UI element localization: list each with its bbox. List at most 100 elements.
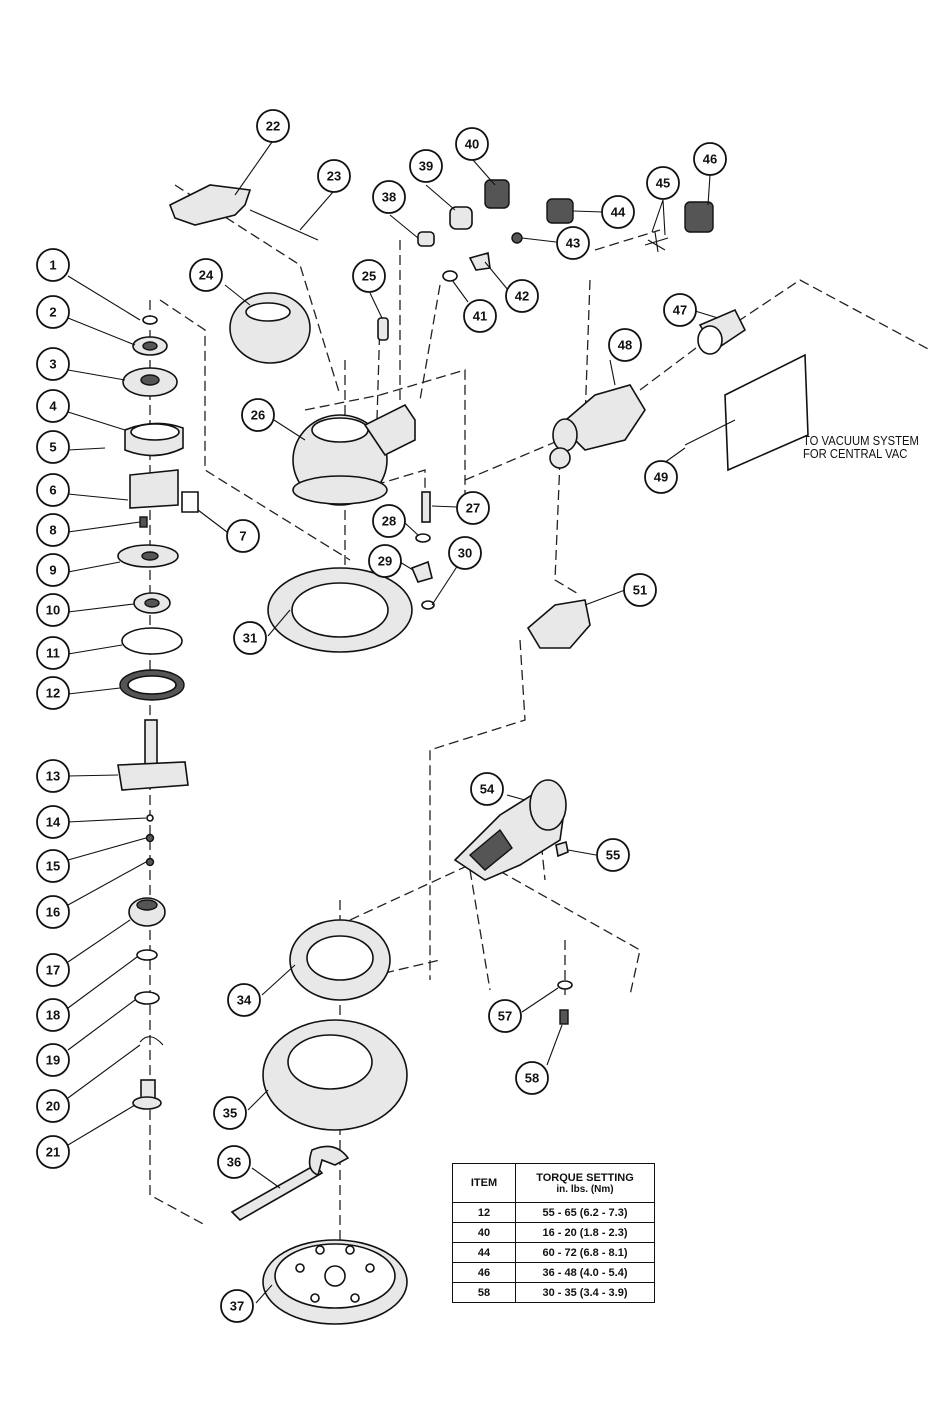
table-cell-setting: 55 - 65 (6.2 - 7.3) [515, 1202, 655, 1223]
part-shapes [117, 179, 809, 1325]
table-cell-item: 12 [452, 1202, 516, 1223]
callout-38: 38 [372, 180, 406, 214]
callout-24: 24 [189, 258, 223, 292]
svg-text:2: 2 [49, 305, 56, 320]
callout-7: 7 [226, 519, 260, 553]
svg-text:51: 51 [633, 583, 647, 598]
torque-setting-units: in. lbs. (Nm) [556, 1183, 614, 1195]
svg-text:38: 38 [382, 190, 396, 205]
svg-text:8: 8 [49, 523, 56, 538]
svg-text:44: 44 [611, 205, 626, 220]
callout-6: 6 [36, 473, 70, 507]
vacuum-adapter-shape [526, 599, 591, 649]
table-cell-item: 44 [452, 1242, 516, 1263]
svg-text:12: 12 [46, 686, 60, 701]
callout-26: 26 [241, 398, 275, 432]
callouts: 1 2 3 4 5 6 7 8 9 10 11 12 13 14 15 16 1… [36, 109, 727, 1323]
svg-text:20: 20 [46, 1099, 60, 1114]
callout-55: 55 [596, 838, 630, 872]
svg-text:27: 27 [466, 501, 480, 516]
table-cell-setting: 30 - 35 (3.4 - 3.9) [515, 1282, 655, 1303]
callout-25: 25 [352, 259, 386, 293]
callout-31: 31 [233, 621, 267, 655]
svg-text:41: 41 [473, 309, 487, 324]
callout-8: 8 [36, 513, 70, 547]
wrench-shape [230, 1163, 324, 1221]
svg-text:46: 46 [703, 152, 717, 167]
svg-text:39: 39 [419, 159, 433, 174]
callout-12: 12 [36, 676, 70, 710]
callout-17: 17 [36, 953, 70, 987]
svg-text:42: 42 [515, 289, 529, 304]
callout-42: 42 [505, 279, 539, 313]
svg-text:16: 16 [46, 905, 60, 920]
table-row: 44 60 - 72 (6.8 - 8.1) [452, 1242, 655, 1263]
svg-text:55: 55 [606, 848, 620, 863]
callout-19: 19 [36, 1043, 70, 1077]
svg-text:22: 22 [266, 119, 280, 134]
callout-46: 46 [693, 142, 727, 176]
svg-text:45: 45 [656, 176, 670, 191]
callout-18: 18 [36, 998, 70, 1032]
vacuum-note-line2: FOR CENTRAL VAC [803, 447, 908, 461]
svg-text:36: 36 [227, 1155, 241, 1170]
callout-41: 41 [463, 299, 497, 333]
svg-text:17: 17 [46, 963, 60, 978]
callout-27: 27 [456, 491, 490, 525]
table-cell-item: 58 [452, 1282, 516, 1303]
table-cell-item: 40 [452, 1222, 516, 1243]
callout-14: 14 [36, 805, 70, 839]
table-cell-setting: 16 - 20 (1.8 - 2.3) [515, 1222, 655, 1243]
callout-34: 34 [227, 983, 261, 1017]
svg-text:26: 26 [251, 408, 265, 423]
callout-58: 58 [515, 1061, 549, 1095]
svg-text:10: 10 [46, 603, 60, 618]
svg-text:48: 48 [618, 338, 632, 353]
callout-57: 57 [488, 999, 522, 1033]
svg-text:6: 6 [49, 483, 56, 498]
eccentric-shaft-shape [117, 761, 189, 791]
svg-text:25: 25 [362, 269, 376, 284]
vacuum-system-note: TO VACUUM SYSTEM FOR CENTRAL VAC [803, 435, 919, 461]
svg-text:31: 31 [243, 631, 257, 646]
torque-setting-title: TORQUE SETTING [536, 1171, 634, 1184]
table-cell-setting: 36 - 48 (4.0 - 5.4) [515, 1262, 655, 1283]
throttle-lever-shape [168, 184, 252, 226]
svg-text:14: 14 [46, 815, 61, 830]
svg-text:24: 24 [199, 268, 214, 283]
svg-text:58: 58 [525, 1071, 539, 1086]
callout-23: 23 [317, 159, 351, 193]
svg-text:15: 15 [46, 859, 60, 874]
svg-text:34: 34 [237, 993, 252, 1008]
callout-9: 9 [36, 553, 70, 587]
callout-43: 43 [556, 226, 590, 260]
assembly-guide-lines [149, 184, 931, 1245]
svg-text:40: 40 [465, 137, 479, 152]
callout-39: 39 [409, 149, 443, 183]
callout-47: 47 [663, 293, 697, 327]
svg-text:1: 1 [49, 258, 56, 273]
svg-text:57: 57 [498, 1009, 512, 1024]
callout-51: 51 [623, 573, 657, 607]
svg-text:28: 28 [382, 514, 396, 529]
callout-44: 44 [601, 195, 635, 229]
svg-text:35: 35 [223, 1106, 237, 1121]
svg-text:37: 37 [230, 1299, 244, 1314]
svg-text:7: 7 [239, 529, 246, 544]
callout-45: 45 [646, 166, 680, 200]
item-column-header: ITEM [452, 1163, 516, 1203]
svg-text:30: 30 [458, 546, 472, 561]
torque-settings-table: ITEM TORQUE SETTING in. lbs. (Nm) 12 55 … [452, 1163, 655, 1303]
callout-36: 36 [217, 1145, 251, 1179]
lever-pin-shape [249, 209, 319, 241]
vacuum-note-line1: TO VACUUM SYSTEM [803, 434, 919, 448]
callout-40: 40 [455, 127, 489, 161]
svg-text:23: 23 [327, 169, 341, 184]
svg-text:29: 29 [378, 554, 392, 569]
svg-text:54: 54 [480, 782, 495, 797]
callout-16: 16 [36, 895, 70, 929]
callout-30: 30 [448, 536, 482, 570]
callout-37: 37 [220, 1289, 254, 1323]
svg-text:49: 49 [654, 470, 668, 485]
